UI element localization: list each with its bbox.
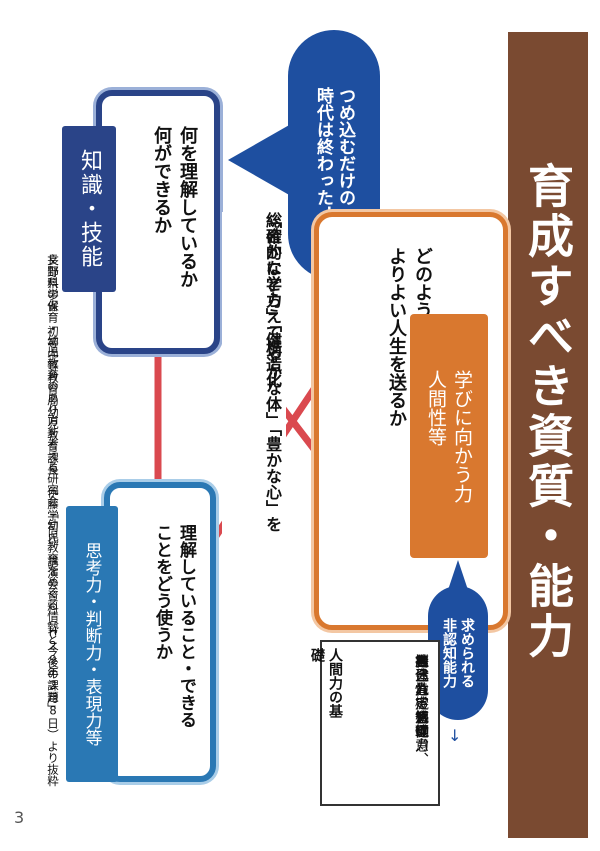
- thinking-label: 思考力・判断力・表現力等: [66, 506, 118, 782]
- callout-tail: [228, 120, 298, 200]
- callout-text: つめ込むだけの時代は終わった！: [313, 87, 355, 223]
- thinking-question: 理解していること・できることをどう使うか: [152, 524, 196, 728]
- thinking-box: 理解していること・できることをどう使うか: [104, 482, 216, 782]
- source-citation: 長野県の保育・幼児教育のあり方を考える研究会「幼児教育をめぐる情勢と今後の課題」…: [46, 254, 60, 787]
- page-number: 3: [14, 808, 25, 827]
- knowledge-question: 何を理解しているか何ができるか: [151, 126, 198, 288]
- knowledge-box: 何を理解しているか何ができるか: [96, 90, 220, 354]
- title-bar: 育成すべき資質・能力: [508, 32, 588, 838]
- center-caption: 「確かな学力」「健やかな体」「豊かな心」を総合的にとらえて構造化: [222, 212, 286, 658]
- noncognitive-list: 自己肯定感、創造力、協働力、社会性、意欲、主体性、規範意識、危機管理力等、人間力…: [309, 640, 440, 806]
- knowledge-label: 知識・技能: [62, 126, 116, 292]
- down-arrow-icon: ↓: [448, 726, 462, 745]
- noncognitive-bubble-tail: [448, 560, 468, 590]
- page-title: 育成すべき資質・能力: [521, 162, 575, 662]
- human-label: 学びに向かう力人間性等: [410, 314, 488, 558]
